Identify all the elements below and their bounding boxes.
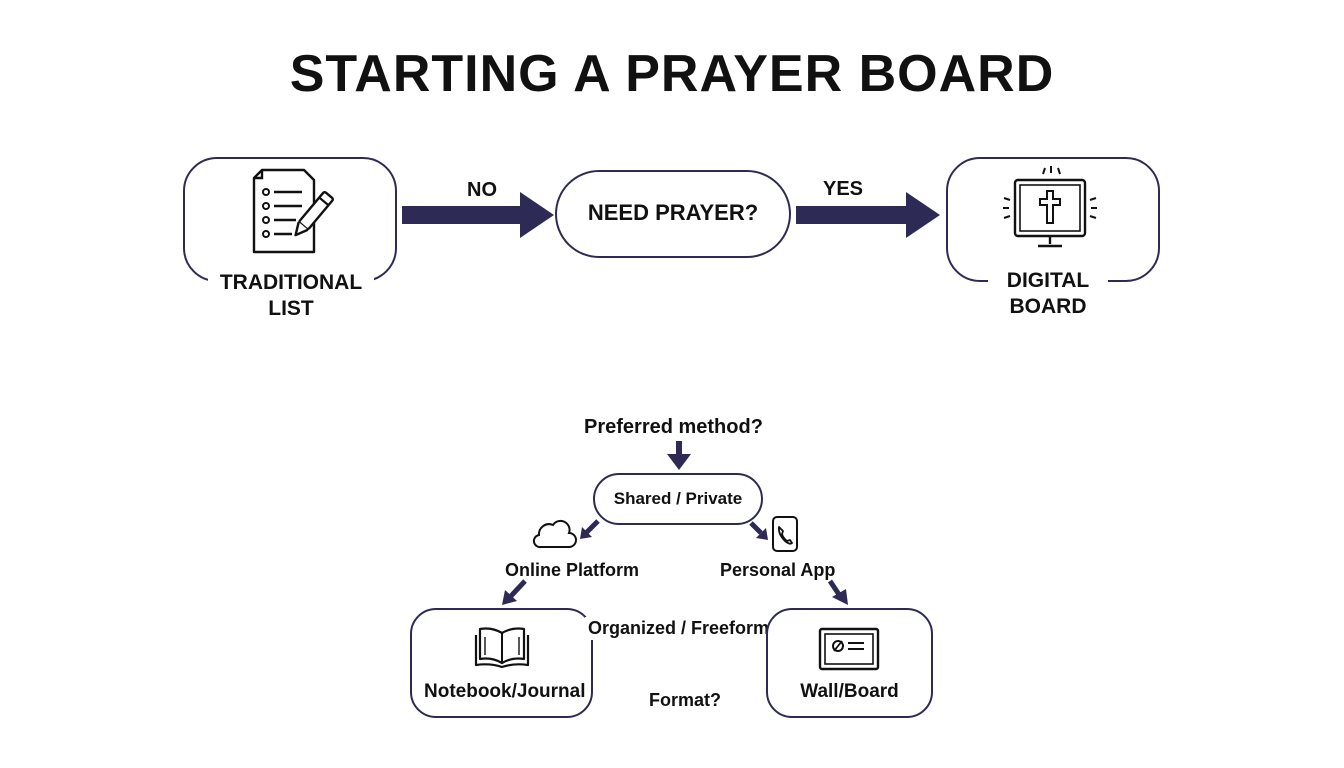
- arrow-yes: [796, 192, 940, 238]
- wall-board-node: [766, 608, 933, 718]
- need-prayer-label: NEED PRAYER?: [587, 200, 759, 225]
- traditional-list-label: TRADITIONAL LIST: [208, 270, 374, 323]
- wall-board-label: Wall/Board: [800, 681, 899, 702]
- arrow-to-online: [580, 519, 600, 539]
- shared-private-label: Shared / Private: [613, 489, 743, 508]
- digital-board-label: DIGITAL BOARD: [988, 268, 1108, 321]
- shared-private-node: [593, 473, 763, 525]
- need-prayer-node: [555, 170, 791, 258]
- arrow-yes-label: YES: [823, 178, 864, 200]
- board-icon: [818, 627, 880, 671]
- arrow-to-wall: [827, 579, 848, 605]
- arrow-down: [667, 441, 691, 470]
- traditional-list-label-line1: TRADITIONAL: [219, 271, 363, 294]
- phone-icon: [772, 516, 798, 552]
- arrow-no-label: NO: [467, 179, 497, 201]
- personal-app-label: Personal App: [720, 559, 836, 582]
- digital-board-label-line1: DIGITAL: [1006, 269, 1090, 292]
- arrow-to-personal-app: [749, 521, 768, 540]
- online-platform-label: Online Platform: [505, 559, 640, 582]
- page-title: STARTING A PRAYER BOARD: [289, 45, 1055, 103]
- digital-board-label-line2: BOARD: [1009, 295, 1087, 319]
- notebook-journal-label: Notebook/Journal: [424, 681, 586, 702]
- preferred-method-label: Preferred method?: [584, 415, 763, 440]
- arrow-no: [402, 192, 554, 238]
- checklist-pencil-icon: [252, 168, 334, 254]
- open-book-icon: [474, 627, 530, 669]
- organized-freeform-label: Organized / Freeform: [585, 617, 773, 640]
- format-label: Format?: [649, 689, 721, 712]
- arrow-to-notebook: [502, 579, 527, 605]
- notebook-journal-node: [410, 608, 593, 718]
- monitor-cross-icon: [1003, 166, 1097, 248]
- traditional-list-label-line2: LIST: [268, 297, 314, 321]
- cloud-icon: [532, 519, 577, 549]
